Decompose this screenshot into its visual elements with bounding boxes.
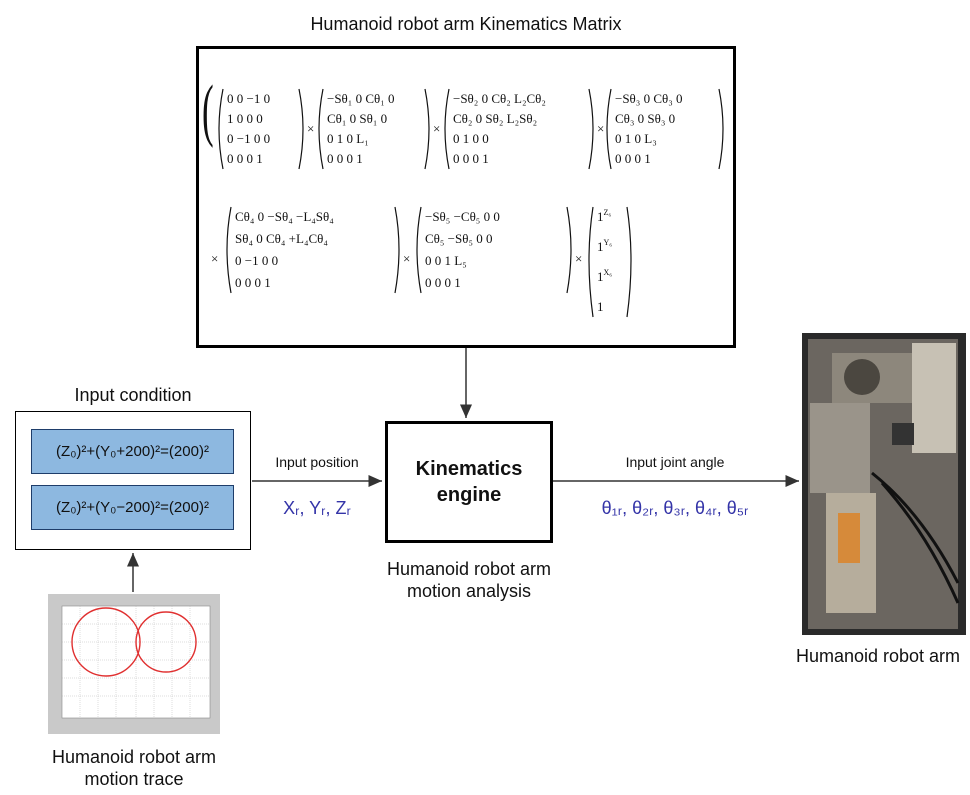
kinematics-matrix-equation: ( 0 0 −1 0 1 0 0 0 0 −1 0 0 0 0 0 1 × −S… bbox=[202, 71, 724, 318]
input-condition-box: (Z₀)²+(Y₀+200)²=(200)² (Z₀)²+(Y₀−200)²=(… bbox=[15, 411, 251, 550]
svg-text:×: × bbox=[307, 121, 314, 136]
input-joint-label: Input joint angle bbox=[625, 454, 725, 470]
kinematics-engine-box: Kinematics engine bbox=[385, 421, 553, 543]
svg-text:0 0 0 1: 0 0 0 1 bbox=[235, 275, 271, 290]
svg-text:−Sθ₅ −Cθ₅ 0 0: −Sθ₅ −Cθ₅ 0 0 bbox=[425, 209, 500, 224]
engine-label: Kinematics engine bbox=[415, 458, 523, 506]
svg-text:×: × bbox=[211, 251, 218, 266]
robot-arm-photo bbox=[802, 333, 966, 635]
robot-caption: Humanoid robot arm bbox=[795, 646, 961, 666]
trace-caption: Humanoid robot arm motion trace bbox=[51, 747, 217, 789]
svg-text:1: 1 bbox=[597, 299, 604, 314]
svg-text:×: × bbox=[597, 121, 604, 136]
kinematics-matrix-box: ( 0 0 −1 0 1 0 0 0 0 −1 0 0 0 0 0 1 × −S… bbox=[196, 46, 736, 348]
input-joint-value: θ₁ᵣ, θ₂ᵣ, θ₃ᵣ, θ₄ᵣ, θ₅ᵣ bbox=[601, 498, 749, 518]
equation-2: (Z₀)²+(Y₀−200)²=(200)² bbox=[31, 485, 234, 530]
input-condition-title: Input condition bbox=[74, 385, 192, 405]
svg-text:0 0 0 1: 0 0 0 1 bbox=[227, 151, 263, 166]
matrix-title: Humanoid robot arm Kinematics Matrix bbox=[310, 14, 622, 34]
svg-text:×: × bbox=[403, 251, 410, 266]
svg-text:1 0 0 0: 1 0 0 0 bbox=[227, 111, 263, 126]
svg-text:−Sθ₂ 0 Cθ₂ L₂Cθ₂: −Sθ₂ 0 Cθ₂ L₂Cθ₂ bbox=[453, 91, 546, 106]
input-position-value: Xᵣ, Yᵣ, Zᵣ bbox=[283, 498, 351, 518]
svg-text:Cθ₅ −Sθ₅ 0 0: Cθ₅ −Sθ₅ 0 0 bbox=[425, 231, 493, 246]
svg-text:Sθ₄ 0 Cθ₄ +L₄Cθ₄: Sθ₄ 0 Cθ₄ +L₄Cθ₄ bbox=[235, 231, 328, 246]
input-position-label: Input position bbox=[275, 454, 359, 470]
svg-text:0 1 0 L₁: 0 1 0 L₁ bbox=[327, 131, 369, 146]
svg-text:0 0 0 1: 0 0 0 1 bbox=[615, 151, 651, 166]
svg-text:0 0 −1 0: 0 0 −1 0 bbox=[227, 91, 270, 106]
svg-text:0 1 0 L₃: 0 1 0 L₃ bbox=[615, 131, 657, 146]
svg-text:0 0 1 L₅: 0 0 1 L₅ bbox=[425, 253, 467, 268]
svg-text:×: × bbox=[575, 251, 582, 266]
svg-text:0 −1 0 0: 0 −1 0 0 bbox=[235, 253, 278, 268]
equation-1: (Z₀)²+(Y₀+200)²=(200)² bbox=[31, 429, 234, 474]
engine-caption: Humanoid robot arm motion analysis bbox=[386, 559, 552, 601]
svg-text:Cθ₄ 0 −Sθ₄ −L₄Sθ₄: Cθ₄ 0 −Sθ₄ −L₄Sθ₄ bbox=[235, 209, 334, 224]
svg-text:Cθ₃ 0 Sθ₃ 0: Cθ₃ 0 Sθ₃ 0 bbox=[615, 111, 675, 126]
svg-text:−Sθ₁ 0 Cθ₁ 0: −Sθ₁ 0 Cθ₁ 0 bbox=[327, 91, 395, 106]
paren: ( bbox=[202, 71, 214, 148]
motion-trace-plot bbox=[48, 594, 220, 734]
svg-text:0 −1 0 0: 0 −1 0 0 bbox=[227, 131, 270, 146]
svg-text:0 0 0 1: 0 0 0 1 bbox=[327, 151, 363, 166]
svg-text:0 1 0 0: 0 1 0 0 bbox=[453, 131, 489, 146]
svg-text:×: × bbox=[433, 121, 440, 136]
svg-text:Cθ₁ 0 Sθ₁ 0: Cθ₁ 0 Sθ₁ 0 bbox=[327, 111, 387, 126]
svg-text:Cθ₂ 0 Sθ₂ L₂Sθ₂: Cθ₂ 0 Sθ₂ L₂Sθ₂ bbox=[453, 111, 537, 126]
svg-text:−Sθ₃ 0 Cθ₃ 0: −Sθ₃ 0 Cθ₃ 0 bbox=[615, 91, 683, 106]
svg-text:0 0 0 1: 0 0 0 1 bbox=[453, 151, 489, 166]
svg-text:0 0 0 1: 0 0 0 1 bbox=[425, 275, 461, 290]
